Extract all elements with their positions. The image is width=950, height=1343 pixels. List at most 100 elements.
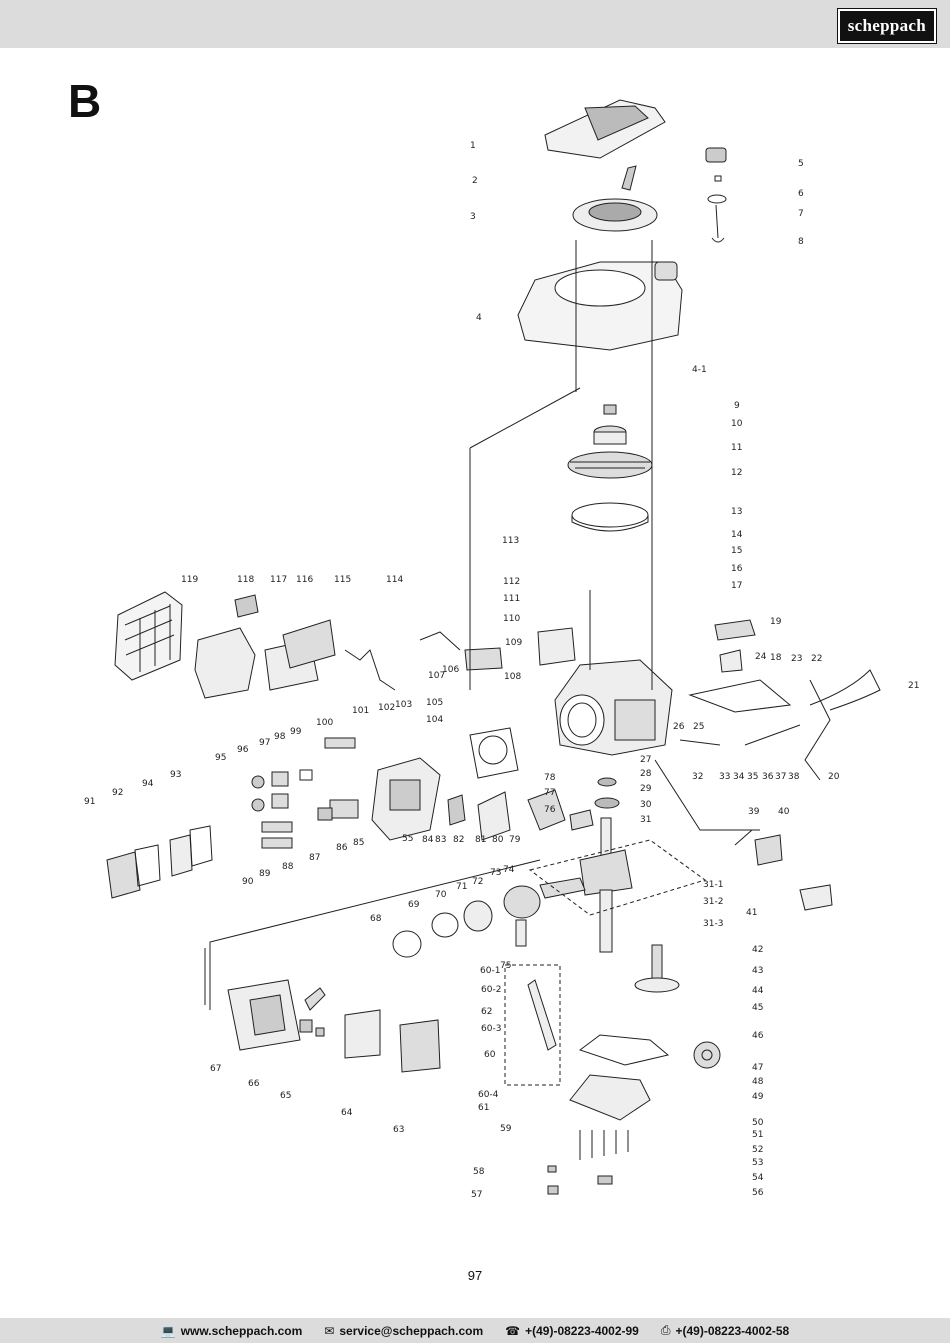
part-label: 98: [274, 732, 286, 742]
part-label: 94: [142, 779, 154, 789]
part-label: 104: [426, 715, 443, 725]
part-label: 82: [453, 835, 464, 845]
part-label: 119: [181, 575, 198, 585]
website-contact[interactable]: 💻 www.scheppach.com: [161, 1324, 303, 1338]
part-label: 53: [752, 1158, 763, 1168]
part-label: 31-2: [703, 897, 723, 907]
part-label: 88: [282, 862, 294, 872]
part-label: 43: [752, 966, 763, 976]
part-label: 87: [309, 853, 320, 863]
fax-contact: ⎙ +(49)-08223-4002-58: [661, 1323, 789, 1338]
part-label: 99: [290, 727, 302, 737]
part-label: 67: [210, 1064, 221, 1074]
part-label: 60-2: [481, 985, 501, 995]
header-bar: scheppach: [0, 0, 950, 48]
part-label: 29: [640, 784, 652, 794]
part-label: 102: [378, 703, 395, 713]
part-label: 6: [798, 189, 804, 199]
page-number: 97: [467, 1268, 483, 1283]
computer-icon: 💻: [160, 1323, 176, 1338]
part-label: 3: [470, 212, 476, 222]
part-label: 56: [752, 1188, 764, 1198]
part-label: 46: [752, 1031, 764, 1041]
part-label: 112: [503, 577, 520, 587]
part-label: 24: [755, 652, 767, 662]
part-label: 4: [476, 313, 482, 323]
mail-icon: ✉: [324, 1323, 335, 1338]
part-label: 42: [752, 945, 763, 955]
part-label: 90: [242, 877, 254, 887]
part-label: 36: [762, 772, 774, 782]
part-label: 4-1: [692, 365, 707, 375]
part-label: 109: [505, 638, 522, 648]
part-label: 51: [752, 1130, 763, 1140]
part-label: 89: [259, 869, 271, 879]
phone-contact: ☎ +(49)-08223-4002-99: [505, 1324, 639, 1338]
part-label: 110: [503, 614, 520, 624]
part-label: 65: [280, 1091, 291, 1101]
part-label: 34: [733, 772, 745, 782]
part-label: 7: [798, 209, 804, 219]
part-label: 55: [402, 834, 413, 844]
part-label: 52: [752, 1145, 763, 1155]
scheppach-logo: scheppach: [836, 8, 938, 44]
part-label: 118: [237, 575, 254, 585]
part-label: 62: [481, 1007, 492, 1017]
part-label: 97: [259, 738, 270, 748]
part-label: 60-4: [478, 1090, 499, 1100]
phone-text: +(49)-08223-4002-99: [525, 1323, 639, 1338]
part-label: 17: [731, 581, 742, 591]
section-letter: B: [68, 75, 102, 127]
part-label: 16: [731, 564, 743, 574]
part-label: 115: [334, 575, 351, 585]
part-label: 86: [336, 843, 348, 853]
part-label: 60-3: [481, 1024, 501, 1034]
fax-icon: ⎙: [660, 1323, 671, 1337]
part-label: 9: [734, 401, 740, 411]
part-label: 5: [798, 159, 804, 169]
part-label: 10: [731, 419, 743, 429]
part-label: 45: [752, 1003, 763, 1013]
part-label: 83: [435, 835, 446, 845]
part-label: 11: [731, 443, 742, 453]
part-label: 68: [370, 914, 382, 924]
part-label: 80: [492, 835, 504, 845]
part-label: 117: [270, 575, 287, 585]
part-label: 78: [544, 773, 556, 783]
part-label: 28: [640, 769, 652, 779]
part-label: 30: [640, 800, 652, 810]
part-label: 66: [248, 1079, 260, 1089]
part-label: 26: [673, 722, 685, 732]
part-label: 38: [788, 772, 800, 782]
part-label: 108: [504, 672, 521, 682]
part-label: 93: [170, 770, 181, 780]
part-label: 91: [84, 797, 95, 807]
part-label: 12: [731, 468, 742, 478]
part-label: 19: [770, 617, 782, 627]
part-label: 79: [509, 835, 521, 845]
part-label: 60: [484, 1050, 496, 1060]
email-contact[interactable]: ✉ service@scheppach.com: [324, 1324, 483, 1338]
part-label: 59: [500, 1124, 512, 1134]
part-label: 54: [752, 1173, 764, 1183]
part-label: 85: [353, 838, 364, 848]
part-label: 2: [472, 176, 478, 186]
part-label: 70: [435, 890, 447, 900]
part-label: 22: [811, 654, 822, 664]
footer-bar: 💻 www.scheppach.com ✉ service@scheppach.…: [0, 1318, 950, 1343]
part-label: 73: [490, 868, 501, 878]
part-label: 47: [752, 1063, 763, 1073]
part-label: 69: [408, 900, 420, 910]
part-label: 101: [352, 706, 369, 716]
part-label: 96: [237, 745, 249, 755]
part-label: 27: [640, 755, 651, 765]
part-label: 13: [731, 507, 742, 517]
part-label: 106: [442, 665, 459, 675]
part-label: 31-1: [703, 880, 723, 890]
part-label: 57: [471, 1190, 482, 1200]
part-label: 76: [544, 805, 556, 815]
part-label: 15: [731, 546, 742, 556]
part-label: 84: [422, 835, 434, 845]
part-label: 61: [478, 1103, 489, 1113]
